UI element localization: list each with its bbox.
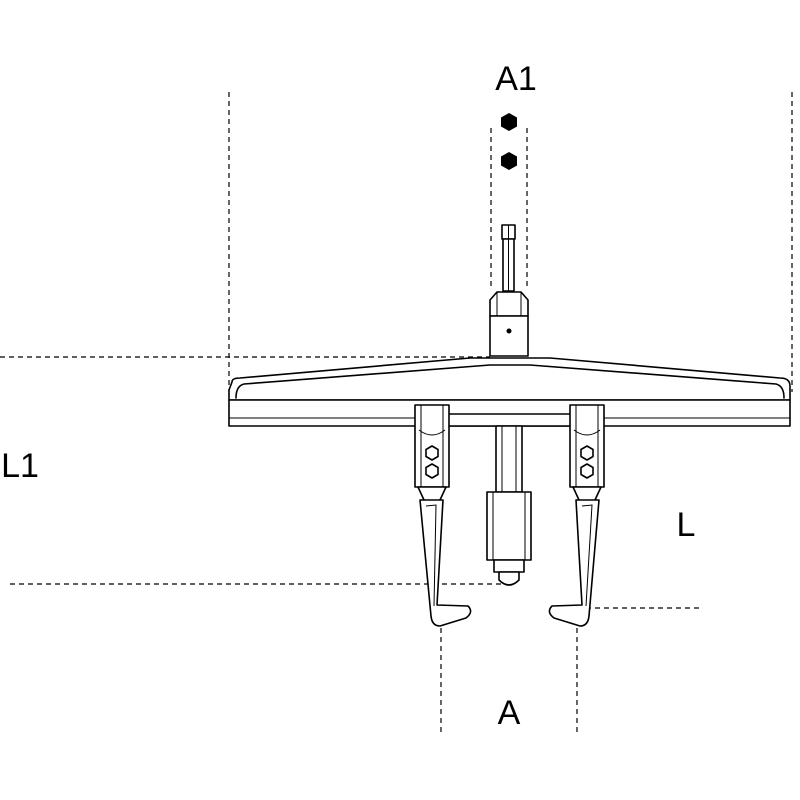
right-jaw (548, 404, 605, 627)
left-jaw-hex-bolt (425, 445, 439, 461)
main-screw (439, 413, 579, 586)
dimension-lines (0, 92, 793, 735)
left-jaw (414, 404, 472, 627)
guide-bar (439, 413, 579, 427)
right-jaw-hex-bolt (580, 463, 594, 479)
screw-collar (493, 559, 525, 573)
hex-socket-icon (501, 152, 517, 170)
center-pin (506, 328, 512, 334)
crossbar (228, 357, 791, 427)
upper-spindle (489, 224, 529, 357)
screw-tip (498, 571, 520, 586)
dimension-label-a: A (498, 694, 521, 732)
spindle-nut (489, 291, 529, 317)
right-jaw-hex-bolt (580, 445, 594, 461)
center-block (489, 315, 529, 357)
dimension-label-l1: L1 (1, 447, 39, 485)
left-jaw-hex-bolt (425, 463, 439, 479)
dimension-label-a1: A1 (495, 60, 537, 98)
screw-sleeve (486, 491, 532, 561)
hex-socket-icon (501, 113, 517, 131)
screw-shaft (495, 425, 523, 493)
dimension-label-l: L (677, 506, 696, 544)
left-jaw-arm (419, 499, 472, 627)
